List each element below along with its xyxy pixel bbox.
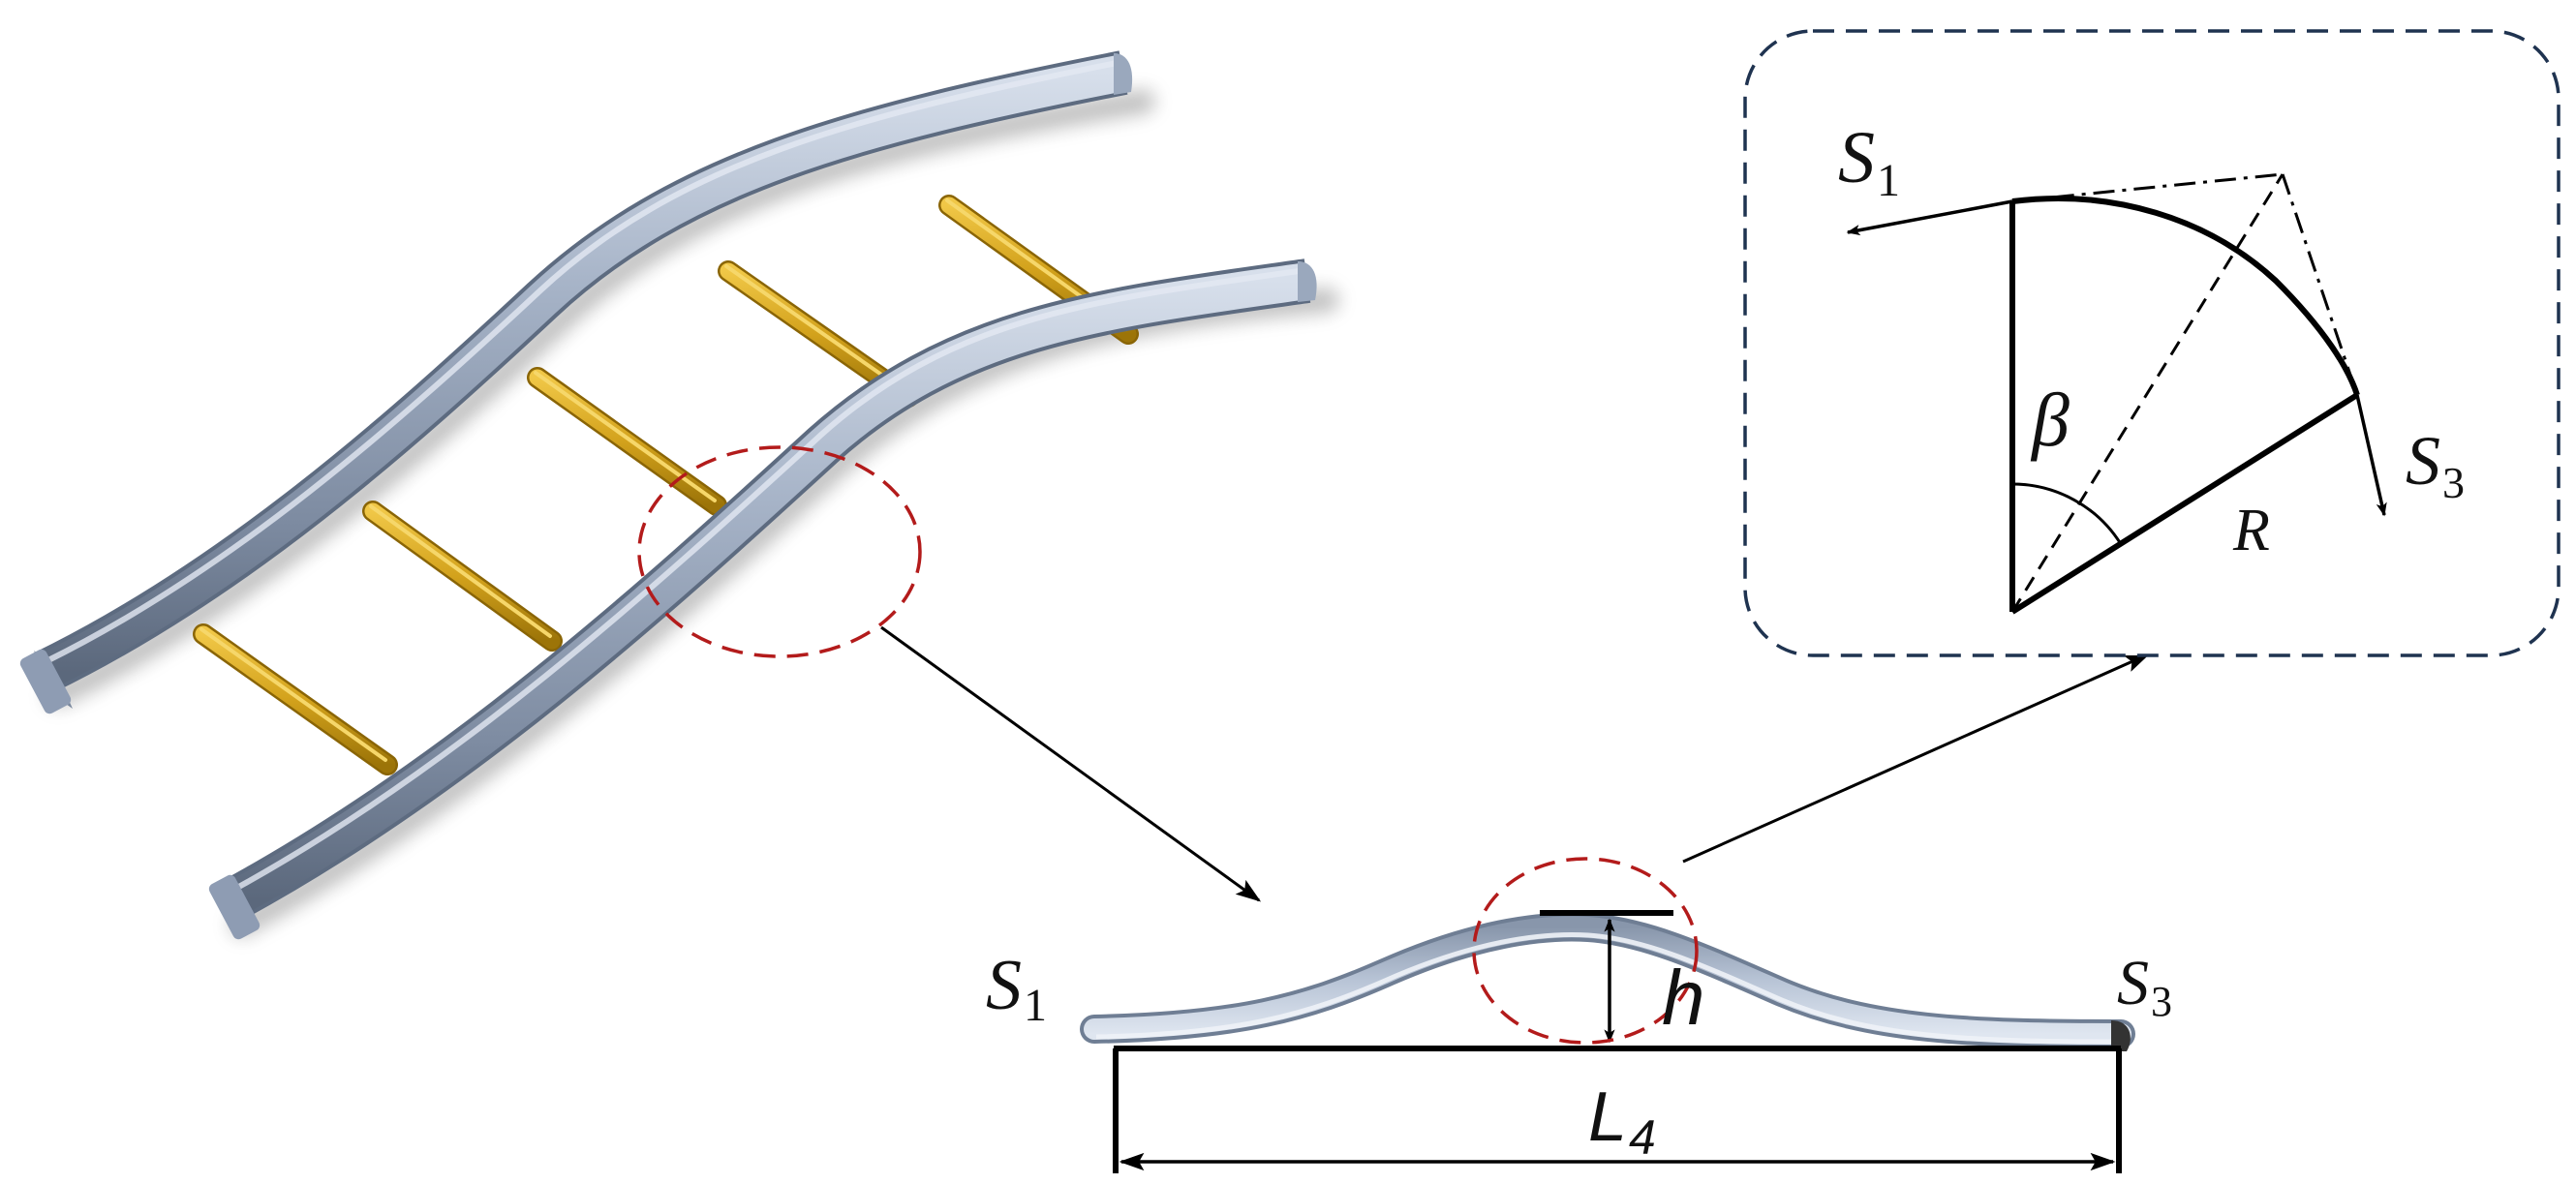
inset-detail: S1 S3 β R [1743,29,2561,657]
ladder-shadow [46,89,1339,937]
inset-beta-arc [2011,482,2123,545]
inset-label-s3: S3 [2406,422,2465,507]
label-h: h [1662,955,1705,1041]
inset-label-r: R [2232,498,2270,563]
inset-s1-arrow [1846,199,2013,236]
ladder-rungs [193,195,1139,775]
inset-dashed-diagonal [2010,173,2285,613]
rail-profile [1080,912,2135,1051]
ladder-detail-circle [637,445,922,658]
inset-arc [2011,196,2360,396]
upper-rail-end-right [1114,53,1133,95]
inset-tangent-right [2281,173,2359,396]
ladder-illustration [19,50,1339,940]
rung-3 [527,367,727,516]
lower-rail-end-left [208,874,261,940]
label-s3: S3 [2117,948,2172,1025]
lower-rail-end-right [1298,261,1317,302]
zoom-arrow-to-profile [880,625,1262,902]
inset-radius-r [2010,392,2359,615]
inset-frame [1743,29,2561,657]
inset-s3-arrow [2355,394,2387,517]
peak-detail-circle [1472,857,1699,1045]
label-l4: L4 [1588,1078,1656,1165]
inset-tangent-top [2011,172,2284,203]
label-s1: S1 [986,946,1047,1031]
inset-label-beta: β [2030,378,2070,462]
rung-2 [362,501,563,652]
inset-label-s1: S1 [1838,117,1900,206]
rung-1 [193,623,398,775]
zoom-arrow-to-inset [1682,653,2151,864]
length-dimension [1113,1048,2122,1173]
